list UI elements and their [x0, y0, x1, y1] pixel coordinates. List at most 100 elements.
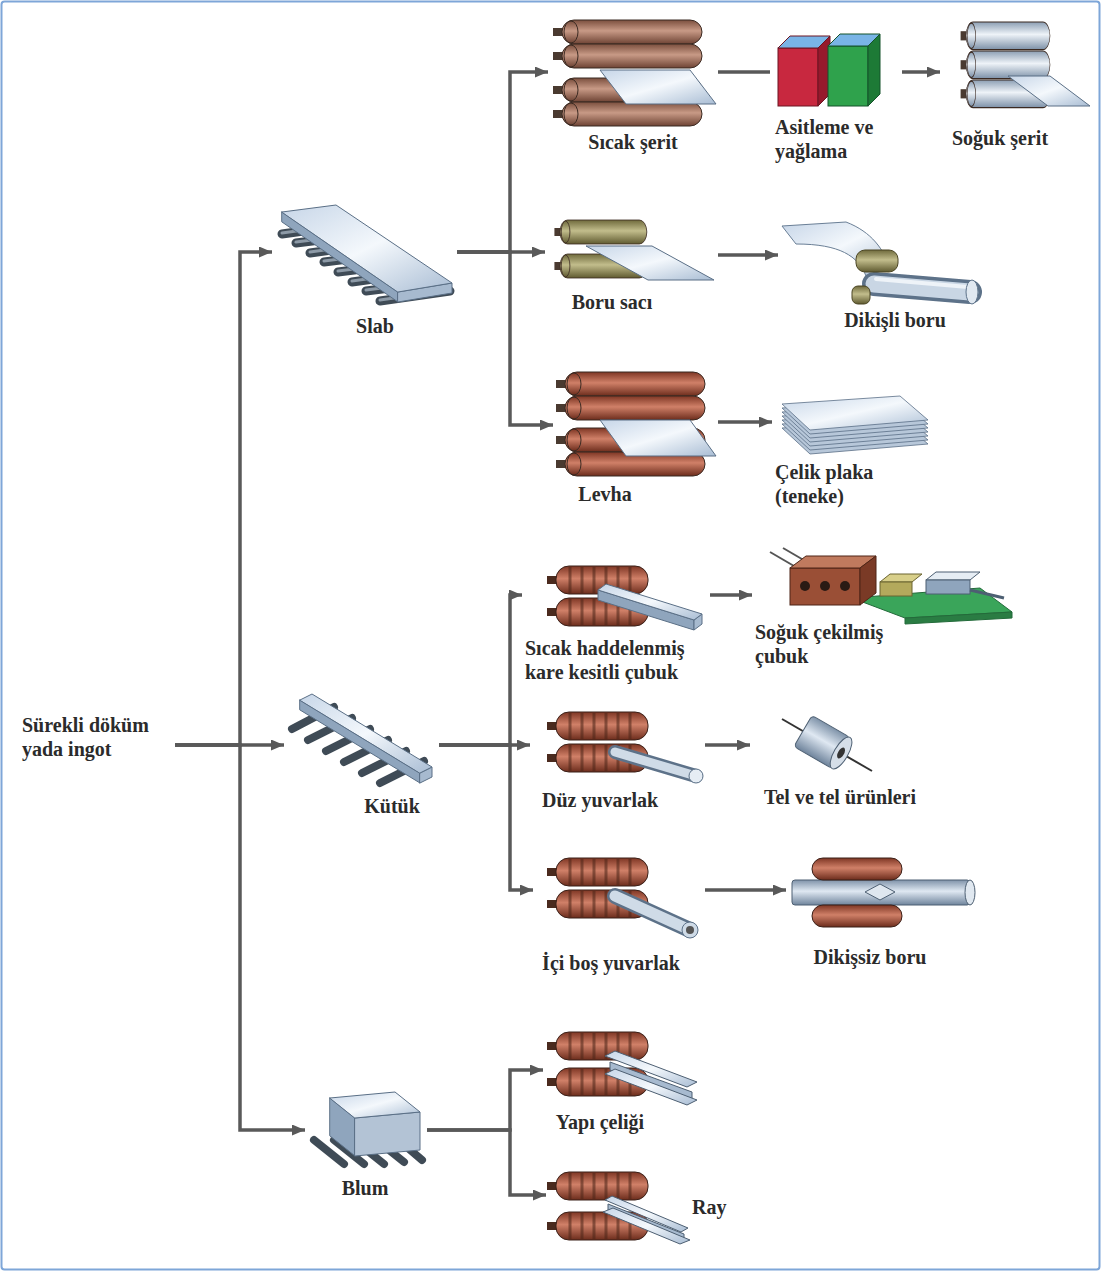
step-label: Yapı çeliği — [545, 1110, 655, 1134]
flow-arrow — [457, 252, 553, 425]
wire-drawing-die — [826, 734, 856, 772]
slab-illustration — [282, 205, 452, 292]
hot-strip-mill — [553, 20, 702, 44]
step-label: Ray — [692, 1195, 737, 1219]
process-step: Dikişsiz boru — [786, 853, 978, 971]
cold-drawing-bench — [800, 581, 810, 591]
step-label: Düz yuvarlak — [535, 788, 665, 812]
step-label: Soğuk şerit — [945, 126, 1055, 150]
flow-arrow — [427, 1130, 546, 1195]
step-label: Blum — [320, 1176, 410, 1200]
hot-strip-mill — [553, 102, 702, 126]
flow-arrow — [457, 72, 548, 252]
cold-drawing-bench — [970, 590, 1004, 598]
step-label: Asitleme ve yağlama — [775, 115, 900, 163]
process-step: Kütük — [284, 686, 439, 822]
cold-drawing-bench — [926, 572, 980, 580]
seamless-pipe-mill — [812, 858, 902, 880]
welded-pipe-forming — [876, 279, 968, 287]
seamless-pipe-mill — [792, 880, 970, 905]
process-step: Ray — [546, 1166, 742, 1258]
seamless-pipe-mill — [792, 858, 975, 927]
process-step: İçi boş yuvarlak — [533, 851, 705, 977]
step-label: Levha — [560, 482, 650, 506]
welded-pipe-forming — [852, 286, 870, 304]
billet-illustration — [300, 700, 420, 783]
flow-arrow — [439, 595, 522, 745]
round-bar-mill — [615, 752, 696, 776]
hollow-round-mill — [682, 922, 698, 938]
plate-mill — [556, 372, 705, 396]
step-label: Sıcak haddelenmiş kare kesitli çubuk — [525, 636, 707, 684]
flow-arrow — [710, 593, 752, 597]
hot-strip-mill — [553, 44, 702, 68]
welded-pipe-forming — [856, 250, 898, 272]
cold-strip-mill — [961, 51, 1050, 79]
cold-drawing-bench — [770, 552, 794, 566]
step-label: Sıcak şerit — [568, 130, 698, 154]
cold-drawing-bench — [820, 581, 830, 591]
bloom-illustration — [314, 1092, 422, 1164]
hollow-round-mill — [615, 896, 690, 930]
flow-arrow — [705, 743, 750, 747]
cold-drawing-bench — [926, 580, 970, 594]
hollow-round-mill — [615, 896, 690, 930]
plate-stack — [782, 396, 928, 454]
cold-drawing-bench — [770, 548, 1012, 624]
rail-mill — [603, 1208, 690, 1244]
step-label: Kütük — [347, 794, 437, 818]
skelp-mill — [554, 220, 646, 244]
process-step: Soğuk çekilmiş çubuk — [752, 546, 1014, 676]
step-label: Soğuk çekilmiş çubuk — [755, 620, 905, 668]
skelp-mill — [554, 220, 714, 280]
plate-mill — [600, 420, 716, 456]
skelp-mill — [586, 246, 714, 280]
cold-drawing-bench — [880, 582, 912, 596]
cold-strip-mill — [961, 22, 1050, 50]
process-step: Yapı çeliği — [543, 1026, 700, 1136]
process-step: Blum — [305, 1088, 427, 1204]
process-step: Sıcak şerit — [548, 16, 718, 156]
step-label: İçi boş yuvarlak — [536, 951, 686, 975]
process-step: Dikişli boru — [778, 216, 982, 334]
flow-arrow — [718, 70, 770, 74]
process-step: Sürekli döküm yada ingot — [20, 710, 175, 770]
step-label: Dikişli boru — [835, 308, 955, 332]
round-bar-mill — [615, 752, 696, 776]
rail-mill — [547, 1172, 690, 1244]
process-step: Boru sacı — [545, 213, 718, 316]
pickling-tanks — [778, 48, 818, 106]
flow-arrow — [175, 745, 305, 1130]
cold-strip-mill — [961, 22, 1090, 108]
seamless-pipe-mill — [865, 884, 895, 900]
cold-drawing-bench — [905, 612, 1012, 624]
seamless-pipe-mill — [812, 905, 902, 927]
plate-mill — [556, 396, 705, 420]
flow-arrow — [718, 253, 778, 257]
billet-illustration — [300, 694, 432, 773]
process-step: Çelik plaka (teneke) — [772, 391, 932, 513]
step-label: Boru sacı — [557, 290, 667, 314]
hot-strip-mill — [600, 70, 716, 104]
process-step: Asitleme ve yağlama — [770, 26, 902, 168]
rail-mill — [547, 1172, 648, 1200]
pickling-tanks — [868, 34, 880, 106]
cold-drawing-bench — [880, 574, 922, 582]
flow-arrow — [439, 745, 533, 890]
process-step: Soğuk şerit — [940, 18, 1094, 152]
bloom-illustration — [355, 1112, 420, 1156]
structural-mill — [547, 1032, 697, 1105]
structural-mill — [547, 1032, 648, 1060]
pickling-tanks — [778, 34, 880, 106]
wire-drawing-die — [794, 715, 856, 772]
process-step: Slab — [272, 198, 457, 342]
round-bar-mill — [547, 712, 648, 740]
flow-arrow — [427, 1070, 543, 1130]
hollow-round-mill — [547, 858, 648, 886]
step-label: Tel ve tel ürünleri — [752, 785, 928, 809]
round-bar-mill — [547, 712, 703, 783]
square-bar-mill — [547, 566, 702, 630]
process-step: Levha — [553, 366, 718, 508]
hollow-round-mill — [686, 926, 694, 934]
cold-drawing-bench — [840, 581, 850, 591]
